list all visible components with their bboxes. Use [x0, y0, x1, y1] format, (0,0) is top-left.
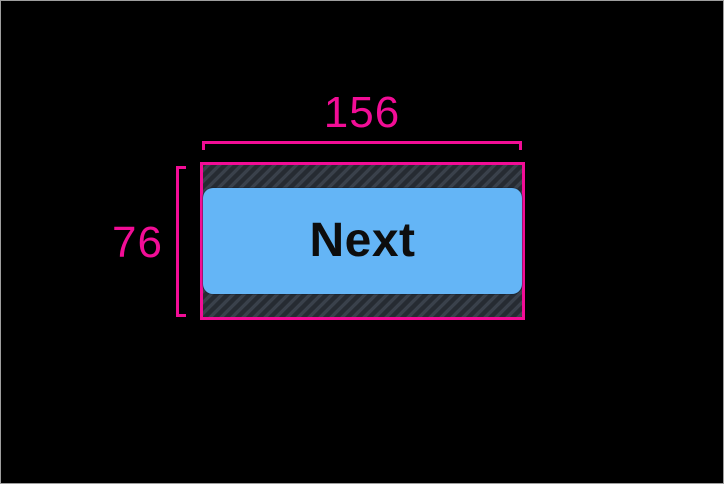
next-button[interactable]: Next	[203, 188, 522, 294]
width-measurement-bracket	[202, 141, 522, 150]
height-dimension-label: 76	[112, 218, 163, 267]
widget-bounds-outline: Next	[200, 162, 525, 320]
width-dimension-label: 156	[323, 88, 401, 137]
next-button-label: Next	[309, 214, 416, 267]
height-measurement-bracket	[176, 166, 186, 317]
